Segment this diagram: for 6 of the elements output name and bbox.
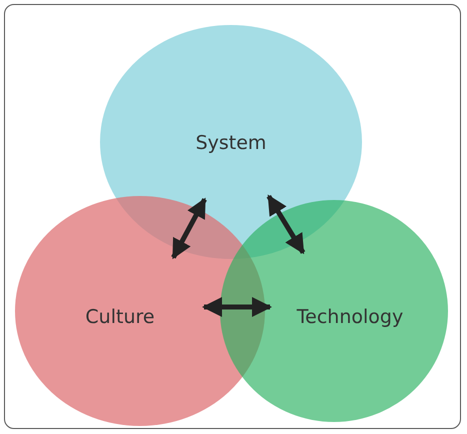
double-arrow	[202, 297, 272, 317]
circle-label: Technology	[296, 306, 404, 328]
double-arrow	[266, 194, 306, 254]
double-arrow	[171, 198, 207, 260]
circle-label: System	[196, 132, 266, 154]
circle-label: Culture	[85, 306, 155, 328]
